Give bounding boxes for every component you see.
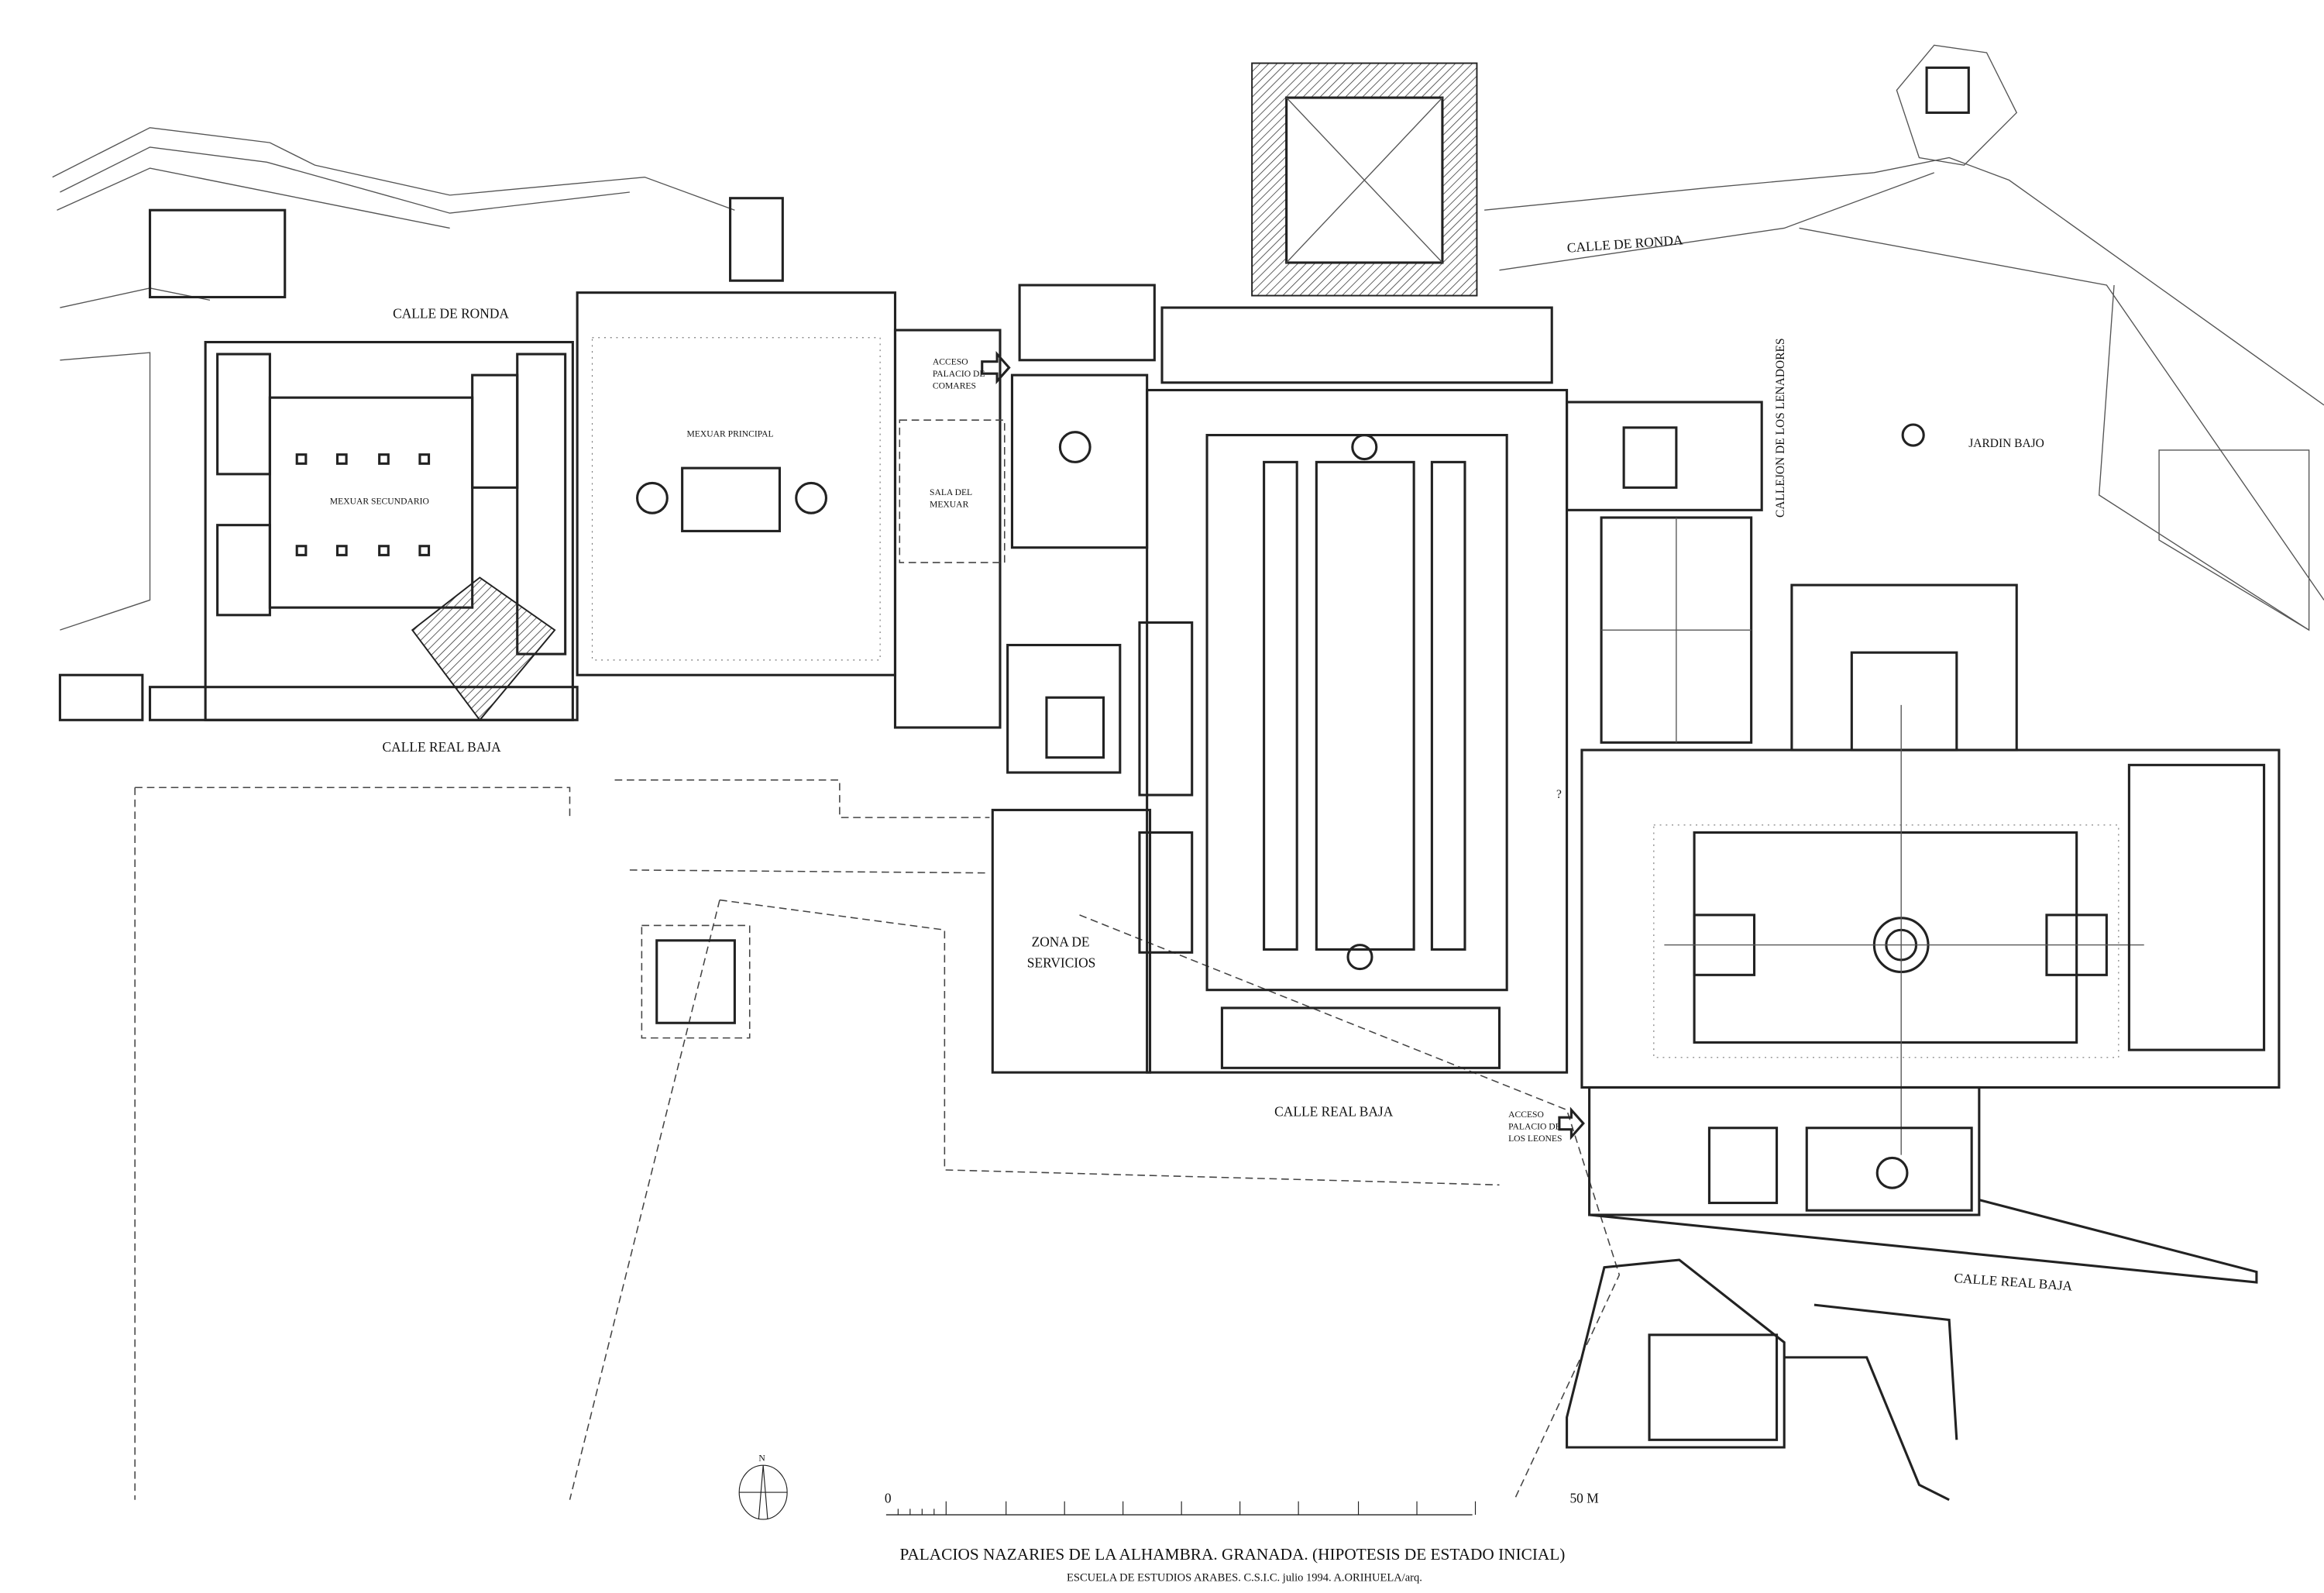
label-jardin-bajo: JARDIN BAJO bbox=[1968, 437, 2044, 450]
pillars bbox=[295, 453, 431, 556]
hypothetical-lines bbox=[134, 779, 1621, 1501]
plan-subtitle: ESCUELA DE ESTUDIOS ARABES. C.S.I.C. jul… bbox=[1067, 1571, 1422, 1584]
scale-end-label: 50 M bbox=[1569, 1491, 1598, 1506]
mexuar-principal-block bbox=[576, 197, 1006, 729]
scale-start-label: 0 bbox=[885, 1491, 892, 1506]
leones-block bbox=[1566, 401, 2281, 1502]
label-callejon: CALLEJON DE LOS LENADORES bbox=[1774, 338, 1787, 518]
compass: N bbox=[738, 1453, 788, 1520]
label-mexuar-secundario: MEXUAR SECUNDARIO bbox=[330, 497, 429, 507]
terrain-lines bbox=[52, 44, 2324, 631]
label-zona-servicios: ZONA DE SERVICIOS bbox=[1027, 934, 1096, 971]
label-sala-mexuar: SALA DEL MEXUAR bbox=[930, 487, 975, 509]
label-acceso-leones: ACCESO PALACIO DE LOS LEONES bbox=[1508, 1110, 1563, 1144]
label-calle-real-baja-east: CALLE REAL BAJA bbox=[1954, 1270, 2074, 1294]
scale-bar: 0 50 M bbox=[885, 1491, 1599, 1516]
comares-block bbox=[991, 62, 1569, 1074]
arrow-icon bbox=[1558, 1106, 1585, 1141]
label-calle-real-baja-center: CALLE REAL BAJA bbox=[1274, 1103, 1394, 1119]
arrow-icon bbox=[981, 350, 1011, 384]
label-question: ? bbox=[1556, 788, 1562, 801]
label-calle-ronda-west: CALLE DE RONDA bbox=[393, 306, 509, 322]
compass-n-label: N bbox=[758, 1453, 765, 1463]
label-calle-real-baja-west: CALLE REAL BAJA bbox=[383, 739, 502, 755]
label-mexuar-principal: MEXUAR PRINCIPAL bbox=[686, 428, 773, 439]
plan-title: PALACIOS NAZARIES DE LA ALHAMBRA. GRANAD… bbox=[900, 1545, 1566, 1564]
label-acceso-comares: ACCESO PALACIO DE COMARES bbox=[933, 357, 988, 391]
mexuar-block bbox=[58, 208, 579, 721]
